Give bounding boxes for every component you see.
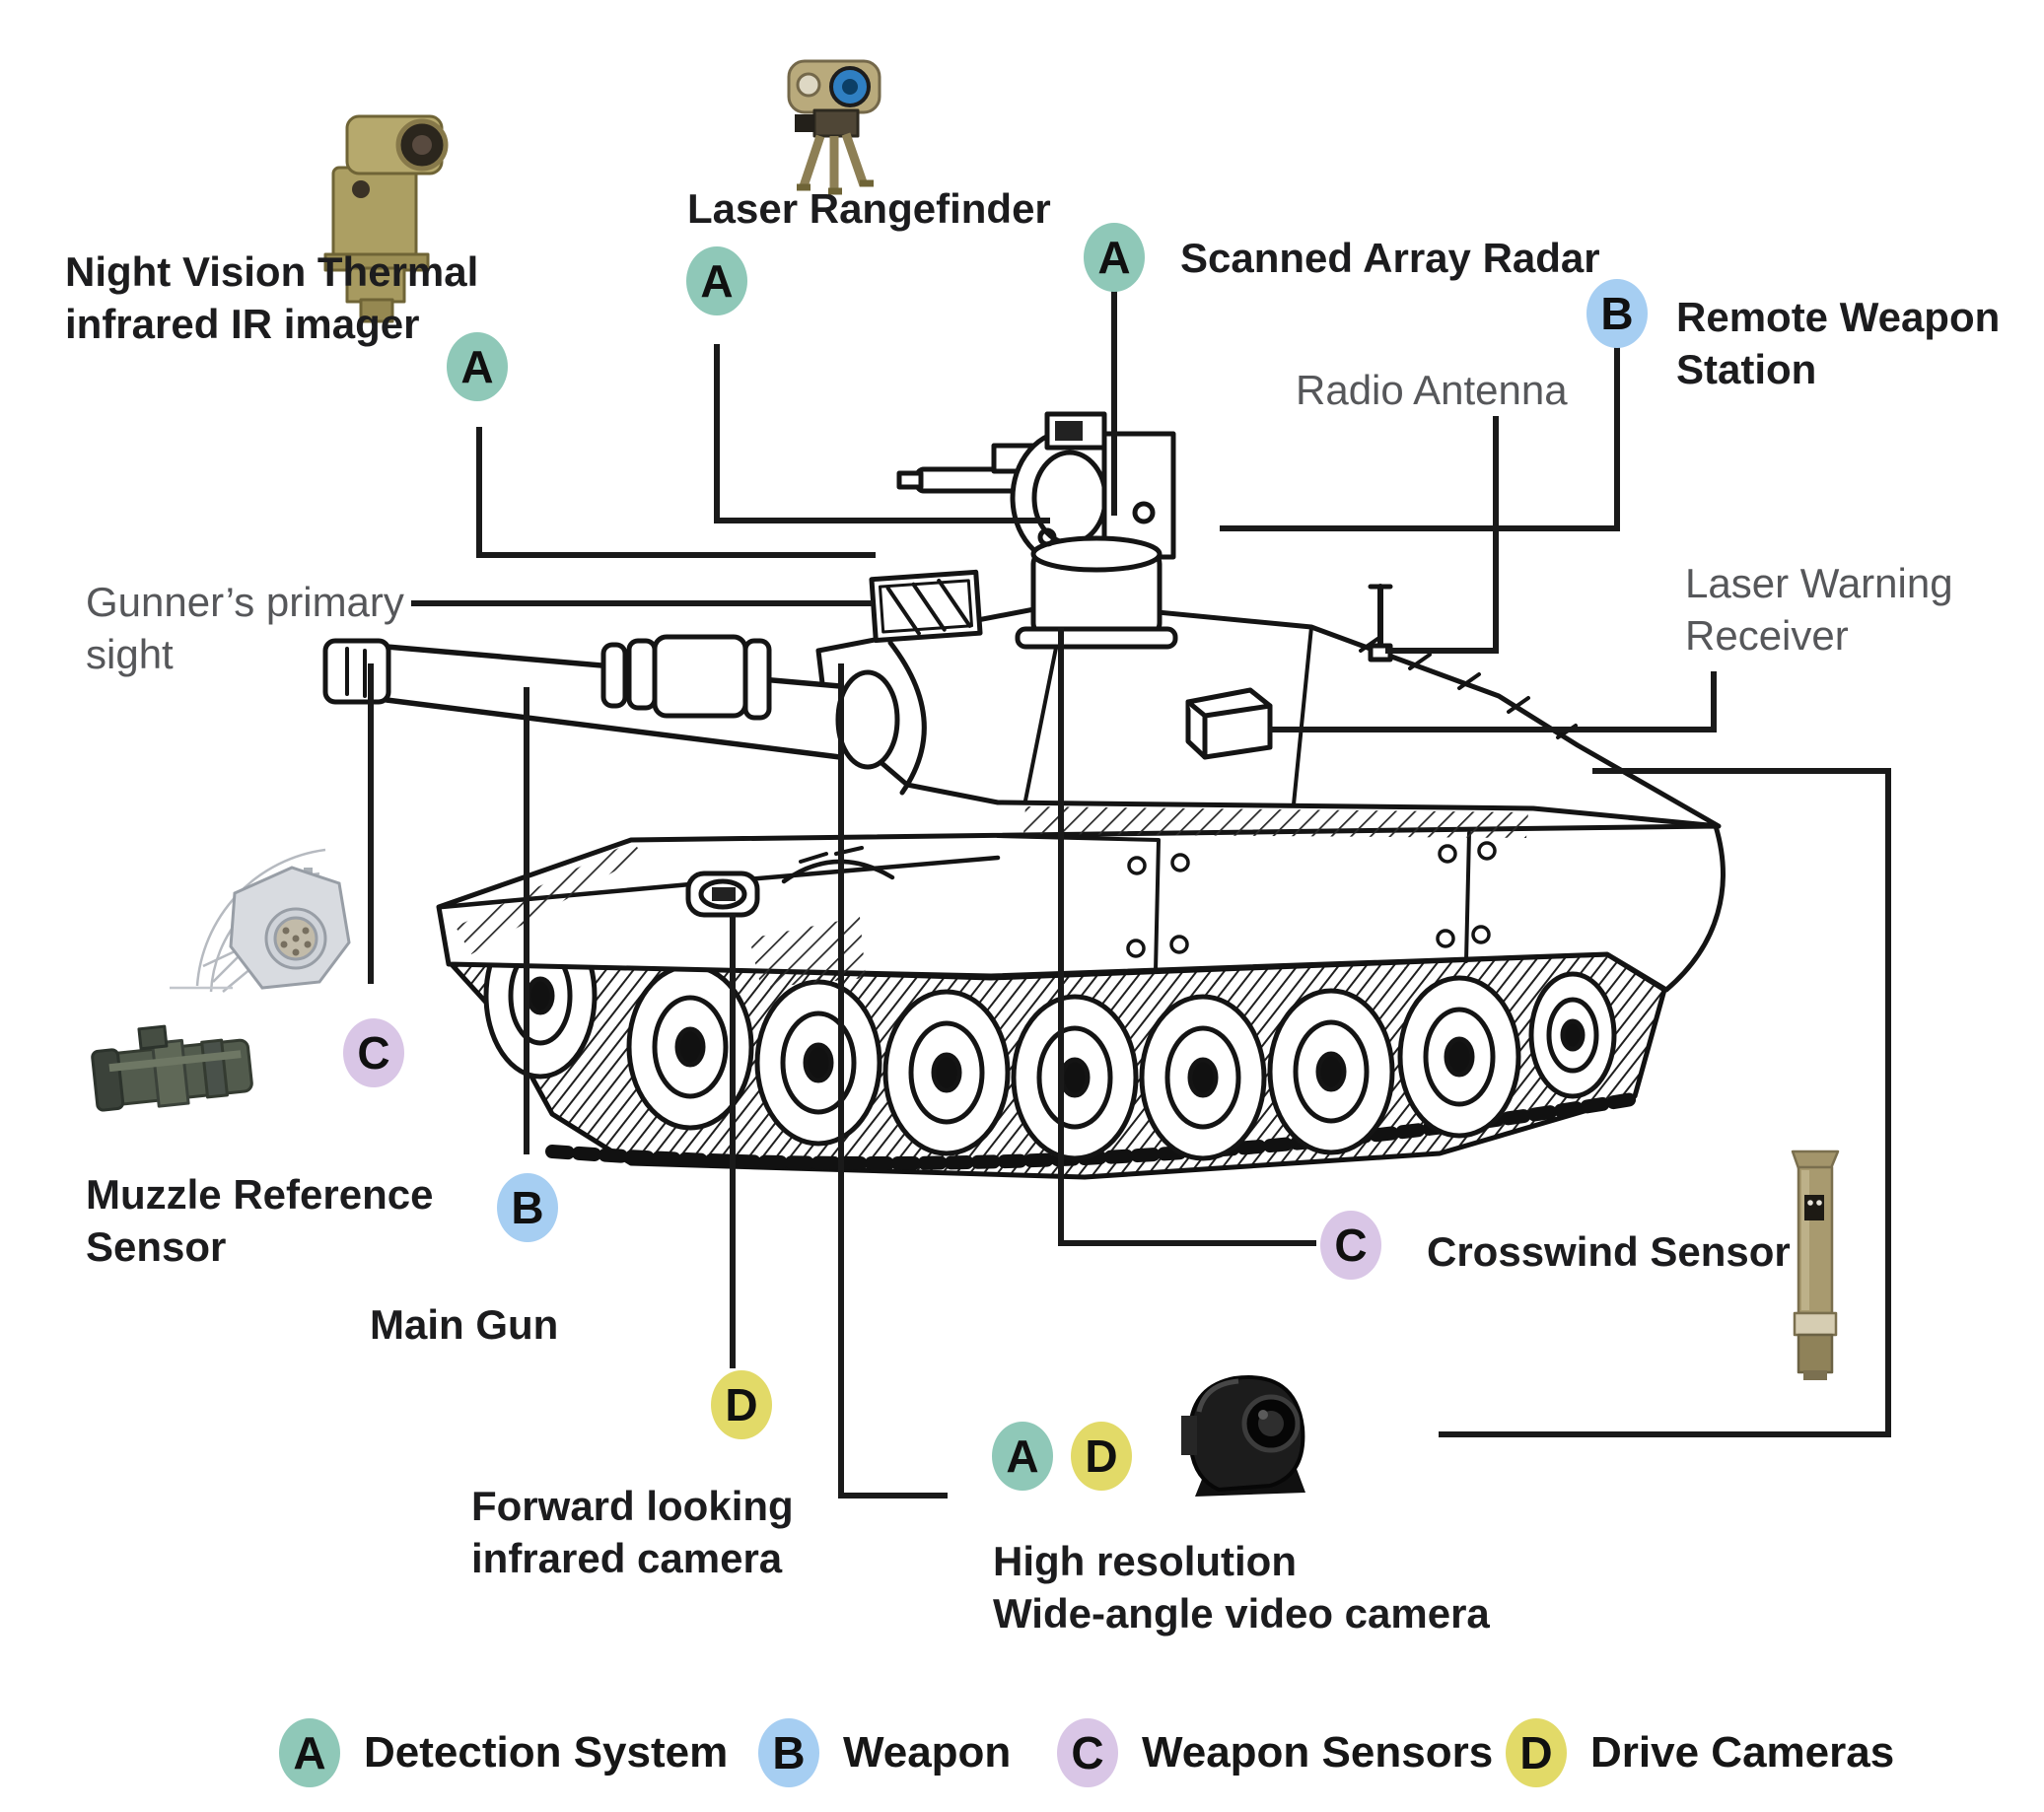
- connector-wide-angle-rear: [1439, 768, 1891, 1437]
- connector-crosswind: [1058, 628, 1316, 1246]
- label-laser-warning-receiver: Laser Warning Receiver: [1685, 560, 1953, 659]
- laser-rangefinder-photo: [787, 59, 881, 195]
- legend-item-drive-cameras: D Drive Cameras: [1506, 1718, 1894, 1787]
- gunners-sight-box: [869, 569, 983, 644]
- label-laser-rangefinder: Laser Rangefinder: [687, 185, 1051, 232]
- badge-scanned-array-radar-a: A: [1084, 223, 1145, 292]
- badge-high-res-d: D: [1071, 1422, 1132, 1491]
- label-high-resolution-camera: High resolution Wide-angle video camera: [993, 1538, 1490, 1637]
- badge-remote-weapon-station-b: B: [1586, 279, 1648, 348]
- connector-wide-angle-front: [838, 663, 948, 1498]
- legend-badge-c: C: [1057, 1718, 1118, 1787]
- legend-badge-a: A: [279, 1718, 340, 1787]
- badge-muzzle-reference-c: C: [343, 1018, 404, 1087]
- legend-item-detection-system: A Detection System: [279, 1718, 728, 1787]
- legend-label-weapon-sensors: Weapon Sensors: [1142, 1728, 1494, 1777]
- legend-label-drive-cameras: Drive Cameras: [1590, 1728, 1895, 1777]
- tank-line-drawing: [322, 411, 1726, 1180]
- connector-remote-weapon-station: [1220, 346, 1620, 531]
- legend-label-weapon: Weapon: [843, 1728, 1012, 1777]
- label-night-vision: Night Vision Thermal infrared IR imager: [65, 248, 479, 347]
- night-vision-imager-photo: [323, 114, 449, 323]
- label-muzzle-reference-sensor: Muzzle Reference Sensor: [86, 1171, 434, 1270]
- connector-laser-warning-receiver: [1269, 671, 1717, 732]
- label-remote-weapon-station: Remote Weapon Station: [1676, 294, 2001, 392]
- label-gunners-primary-sight: Gunner’s primary sight: [86, 579, 404, 677]
- label-main-gun: Main Gun: [370, 1301, 559, 1348]
- badge-flir-d: D: [711, 1370, 772, 1439]
- laser-warning-receiver-box: [1185, 687, 1273, 760]
- badge-crosswind-c: C: [1320, 1211, 1381, 1280]
- label-radio-antenna: Radio Antenna: [1296, 367, 1568, 413]
- label-crosswind-sensor: Crosswind Sensor: [1427, 1228, 1791, 1275]
- turret: [815, 584, 1722, 838]
- wide-angle-camera-photo: [1181, 1375, 1305, 1497]
- legend-item-weapon: B Weapon: [758, 1718, 1011, 1787]
- crosswind-sensor-photo: [1791, 1150, 1840, 1380]
- road-wheels: [483, 912, 1617, 1161]
- label-scanned-array-radar: Scanned Array Radar: [1180, 235, 1600, 281]
- optical-scope-photo: [91, 1024, 253, 1112]
- connector-night-vision: [476, 427, 876, 558]
- badge-laser-rangefinder-a: A: [686, 246, 747, 315]
- badge-high-res-a: A: [992, 1422, 1053, 1491]
- main-gun-barrel: [322, 634, 927, 988]
- legend-badge-d: D: [1506, 1718, 1567, 1787]
- badge-night-vision-a: A: [447, 332, 508, 401]
- remote-weapon-station-mount: [896, 411, 1178, 650]
- legend-item-weapon-sensors: C Weapon Sensors: [1057, 1718, 1493, 1787]
- label-forward-looking-infrared: Forward looking infrared camera: [471, 1483, 794, 1581]
- legend-label-detection-system: Detection System: [364, 1728, 729, 1777]
- connector-laser-rangefinder: [714, 344, 1050, 523]
- badge-main-gun-b: B: [497, 1173, 558, 1242]
- flir-housing: [685, 871, 760, 918]
- connector-radio-antenna: [1385, 416, 1499, 654]
- muzzle-reference-sensor-sketch: [170, 848, 351, 993]
- skirt-bolts: [1126, 841, 1497, 958]
- legend-badge-b: B: [758, 1718, 819, 1787]
